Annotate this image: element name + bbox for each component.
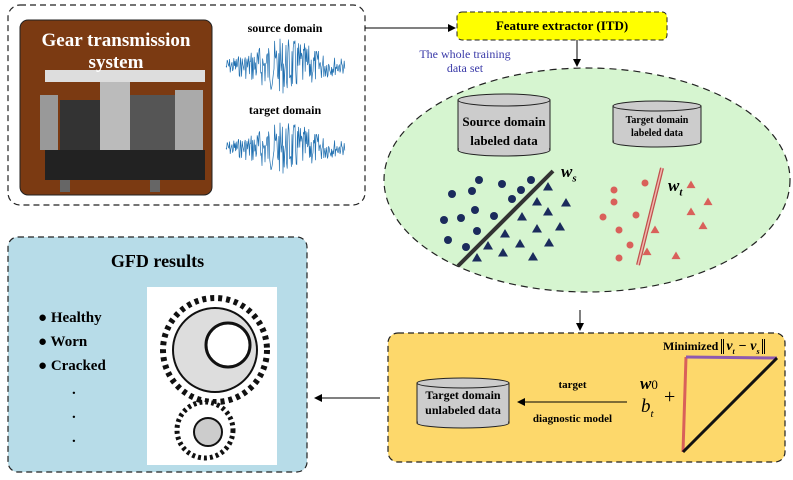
- source-triangle-point: [528, 252, 538, 261]
- unlabeled-db-label: Target domain unlabeled data: [425, 388, 501, 417]
- target-circle-point: [632, 211, 640, 219]
- source-triangle-point: [555, 222, 565, 231]
- source-circle-point: [517, 186, 525, 194]
- source-circle-point: [508, 195, 516, 203]
- ellipsis-dot: .: [72, 382, 76, 398]
- target-circle-point: [599, 213, 607, 221]
- source-circle-point: [462, 243, 470, 251]
- source-triangle-point: [532, 224, 542, 233]
- result-item-worn: ● Worn: [38, 334, 88, 350]
- source-triangle-point: [543, 182, 553, 191]
- target-circle-point: [615, 254, 623, 262]
- target-triangle-point: [703, 197, 713, 206]
- source-triangle-point: [543, 207, 553, 216]
- ellipsis-dot: .: [72, 430, 76, 446]
- target-triangle-point: [686, 180, 696, 189]
- ws-boundary: [456, 169, 555, 268]
- gear-system-title: Gear transmission system: [41, 30, 191, 73]
- bt-label: bt: [641, 396, 654, 420]
- source-circle-point: [475, 176, 483, 184]
- source-circle-point: [440, 216, 448, 224]
- w0-label: w0: [640, 374, 658, 393]
- source-circle-point: [471, 206, 479, 214]
- ws-label: ws: [561, 162, 577, 185]
- target-triangle-point: [642, 247, 652, 256]
- feature-extractor-label: Feature extractor (ITD): [495, 18, 629, 33]
- source-circle-point: [490, 212, 498, 220]
- unlabeled-db-cylinder: [416, 377, 510, 429]
- results-list: ● Healthy ● Worn ● Cracked . . .: [38, 306, 106, 450]
- source-triangle-point: [483, 241, 493, 250]
- target-circle-point: [626, 241, 634, 249]
- training-ellipse: [383, 67, 791, 293]
- target-signal-waveform: [225, 122, 346, 174]
- vector-triangle: [681, 355, 779, 454]
- source-circle-point: [527, 176, 535, 184]
- target-domain-label: target domain: [248, 103, 322, 117]
- target-triangle-point: [686, 207, 696, 216]
- source-triangle-point: [561, 198, 571, 207]
- source-domain-label: source domain: [247, 21, 323, 35]
- minimized-label: Minimized vt − vs: [663, 339, 765, 356]
- gear-image: [147, 287, 277, 465]
- target-triangle-point: [698, 221, 708, 230]
- ellipsis-dot: .: [72, 406, 76, 422]
- source-triangle-point: [498, 248, 508, 257]
- result-item-healthy: ● Healthy: [38, 310, 102, 326]
- target-triangle-point: [650, 225, 660, 234]
- source-circle-point: [457, 214, 465, 222]
- source-triangle-point: [517, 212, 527, 221]
- feature-extractor-box: [456, 11, 668, 41]
- source-db-label: Source domain labeled data: [462, 114, 546, 148]
- source-triangle-point: [515, 239, 525, 248]
- arrow-label-diagnostic-model: diagnostic model: [532, 413, 613, 425]
- target-circle-point: [610, 186, 618, 194]
- target-triangle-point: [671, 251, 681, 260]
- target-circle-point: [641, 179, 649, 187]
- source-circle-point: [448, 190, 456, 198]
- source-circle-point: [473, 227, 481, 235]
- source-triangle-point: [544, 238, 554, 247]
- results-title: GFD results: [110, 251, 205, 271]
- source-signal-waveform: [225, 38, 346, 94]
- source-db-cylinder: [457, 93, 551, 157]
- result-item-cracked: ● Cracked: [38, 358, 106, 374]
- source-triangle-point: [500, 229, 510, 238]
- source-circle-point: [498, 180, 506, 188]
- gear-rig-image: [40, 70, 205, 192]
- training-set-note: The whole training data set: [419, 47, 511, 75]
- target-circle-point: [615, 226, 623, 234]
- target-db-cylinder: [612, 100, 702, 148]
- plus-sign: +: [664, 386, 676, 408]
- source-triangle-point: [472, 253, 482, 262]
- source-circle-point: [444, 236, 452, 244]
- source-triangle-point: [532, 197, 542, 206]
- arrow-label-target: target: [558, 379, 587, 391]
- wt-label: wt: [668, 176, 683, 199]
- source-circle-point: [468, 187, 476, 195]
- target-db-label: Target domain labeled data: [625, 115, 689, 139]
- target-circle-point: [610, 198, 618, 206]
